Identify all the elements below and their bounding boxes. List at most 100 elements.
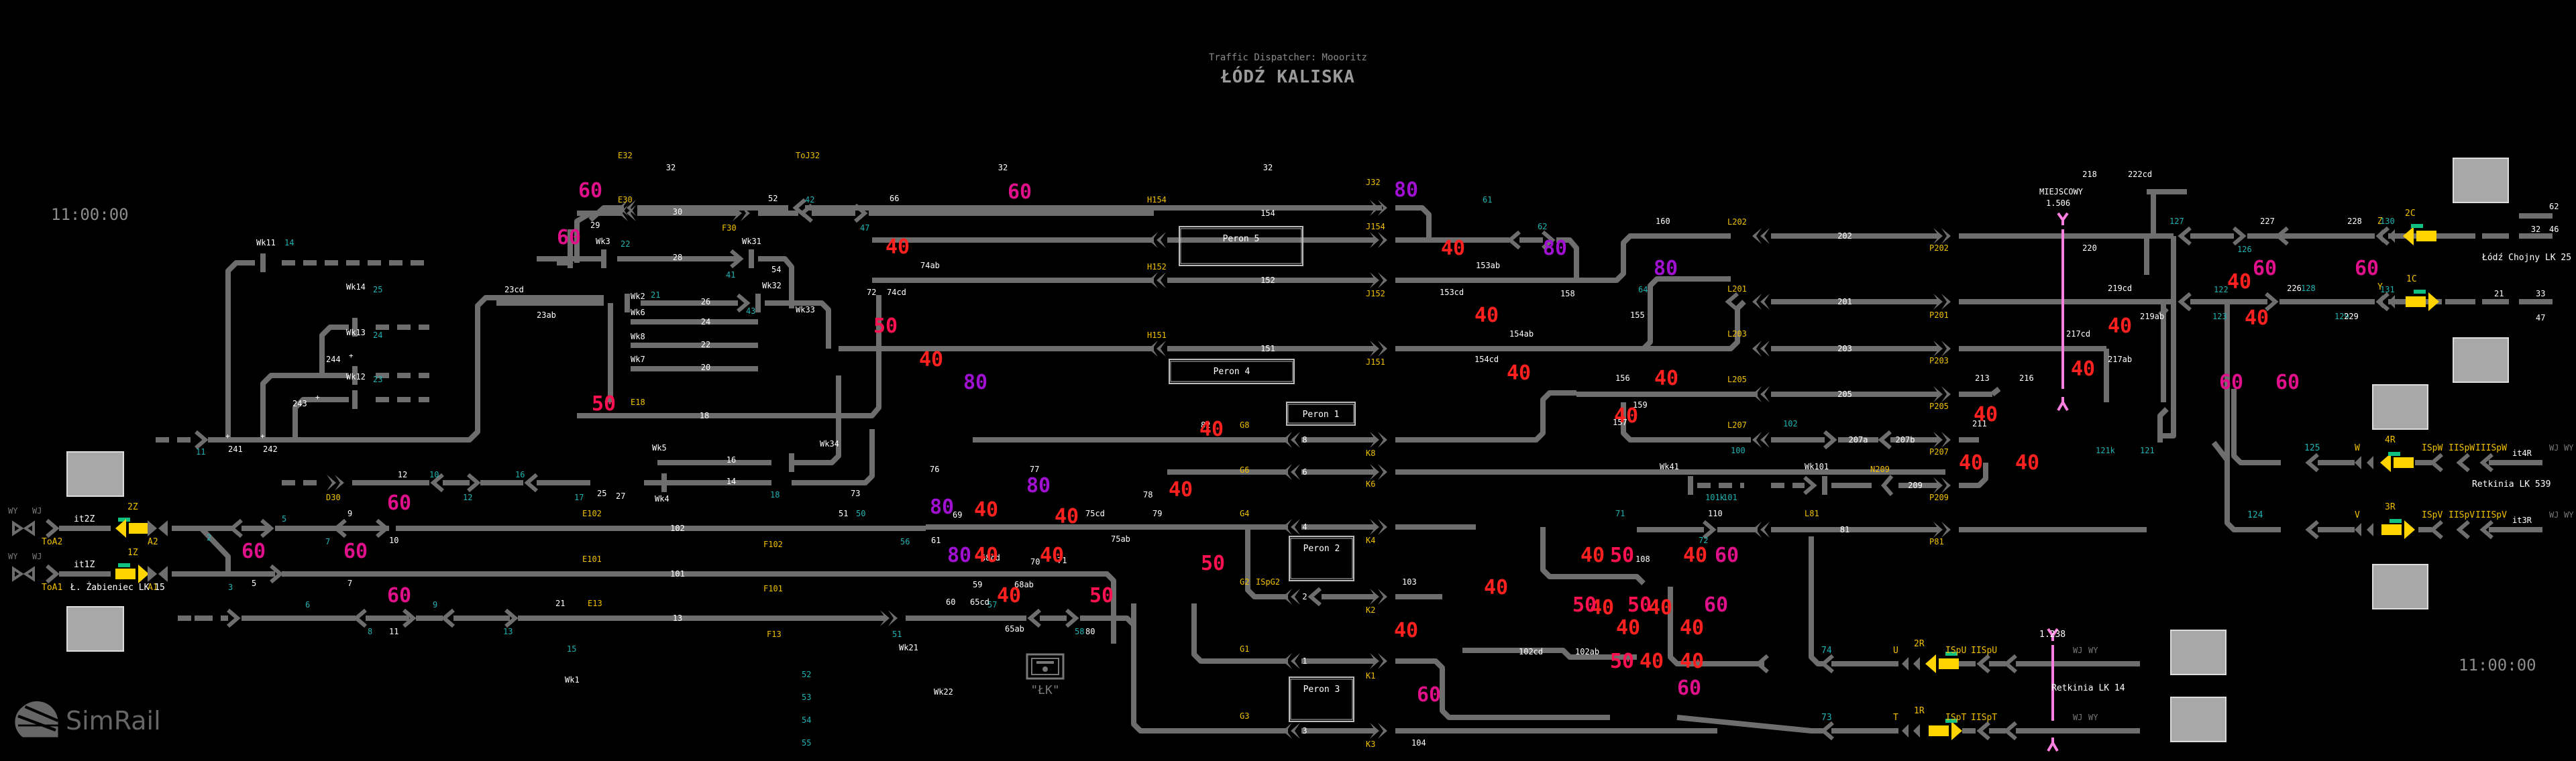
block-box-4[interactable]: [2453, 337, 2509, 383]
platform-peron-5[interactable]: Peron 5: [1179, 226, 1303, 266]
signal-icon[interactable]: [1933, 386, 1951, 402]
platform-peron-2[interactable]: Peron 2: [1289, 536, 1354, 581]
block-box-5[interactable]: [2372, 384, 2428, 430]
track-segment[interactable]: [557, 259, 574, 266]
track-segment[interactable]: [292, 397, 349, 440]
signal-icon[interactable]: [1148, 272, 1166, 288]
track-segment[interactable]: [225, 260, 255, 440]
platform-peron-3[interactable]: Peron 3: [1289, 677, 1354, 722]
track-segment[interactable]: [1540, 527, 1646, 585]
block-box-3[interactable]: [2453, 158, 2509, 203]
signal-icon[interactable]: [1370, 232, 1387, 248]
signal-icon[interactable]: [1752, 386, 1770, 402]
entry-signal-icon[interactable]: [148, 520, 168, 536]
station-ŁK-icon[interactable]: [1026, 653, 1065, 680]
track-segment[interactable]: [2160, 236, 2176, 438]
signal-icon[interactable]: [1752, 522, 1770, 538]
block-box-2[interactable]: [66, 606, 124, 652]
signal-Z-icon[interactable]: [2376, 229, 2395, 243]
track-segment[interactable]: [1080, 616, 1136, 724]
signal-icon[interactable]: [1370, 589, 1387, 605]
shunt-signal-icon[interactable]: [352, 390, 358, 409]
signal-U-icon[interactable]: [1902, 657, 1920, 670]
shunt-signal-icon[interactable]: [601, 249, 606, 268]
signal-icon[interactable]: [1148, 232, 1166, 248]
track-segment[interactable]: [2224, 436, 2281, 532]
track-segment[interactable]: [1191, 603, 1288, 664]
signal-icon[interactable]: [1283, 432, 1300, 448]
track-segment[interactable]: [1395, 233, 1731, 283]
signal-icon[interactable]: [1283, 653, 1300, 669]
signal-icon[interactable]: [327, 475, 344, 491]
signal-icon[interactable]: [1933, 341, 1951, 357]
signal-icon[interactable]: [1933, 228, 1951, 244]
signal-icon[interactable]: [1370, 653, 1387, 669]
track-segment[interactable]: [1809, 536, 1825, 666]
shunt-signal-icon[interactable]: [789, 453, 794, 472]
signal-icon[interactable]: [1148, 341, 1166, 357]
signal-icon[interactable]: [1283, 464, 1300, 480]
track-segment[interactable]: [1395, 205, 1432, 241]
track-segment[interactable]: [1610, 300, 1746, 351]
track-segment[interactable]: [2157, 407, 2169, 443]
track-segment[interactable]: [1990, 386, 2001, 397]
platform-peron-4[interactable]: Peron 4: [1169, 359, 1295, 384]
signal-icon[interactable]: [1752, 228, 1770, 244]
shunt-signal-icon[interactable]: [625, 294, 630, 312]
block-box-7[interactable]: [2170, 630, 2226, 675]
shunt-signal-icon[interactable]: [661, 473, 667, 492]
shunt-signal-icon[interactable]: [352, 366, 358, 385]
shunt-signal-icon[interactable]: [755, 294, 761, 312]
platform-peron-1[interactable]: Peron 1: [1286, 402, 1356, 426]
signal-icon[interactable]: [1283, 723, 1300, 739]
signal-icon[interactable]: [1933, 432, 1951, 448]
signal-icon[interactable]: [1752, 432, 1770, 448]
track-segment[interactable]: [792, 429, 875, 485]
signal-icon[interactable]: [1370, 723, 1387, 739]
signal-icon[interactable]: [1283, 589, 1300, 605]
signal-N209-icon[interactable]: [1881, 475, 1894, 496]
track-segment[interactable]: [1621, 402, 1751, 443]
signal-icon[interactable]: [733, 205, 750, 221]
signal-icon[interactable]: [1933, 477, 1951, 493]
signal-icon[interactable]: [1370, 272, 1387, 288]
signal-Y-icon[interactable]: [2376, 295, 2395, 308]
signal-V-icon[interactable]: [2355, 523, 2373, 536]
signal-icon[interactable]: [1370, 341, 1387, 357]
track-segment[interactable]: [319, 325, 349, 375]
track-241[interactable]: [208, 295, 604, 443]
signal-icon[interactable]: [1752, 294, 1770, 310]
signal-icon[interactable]: [1752, 341, 1770, 357]
track-segment[interactable]: [1556, 237, 1579, 282]
shunt-Wk11[interactable]: [260, 253, 266, 272]
track-segment[interactable]: [792, 375, 841, 465]
track-segment[interactable]: [260, 373, 349, 440]
track-segment[interactable]: [1462, 648, 1637, 660]
shunt-signal-icon[interactable]: [1688, 476, 1693, 495]
block-box-1[interactable]: [66, 451, 124, 497]
signal-icon[interactable]: [1283, 519, 1300, 535]
signal-icon[interactable]: [619, 200, 636, 216]
shunt-signal-icon[interactable]: [749, 249, 754, 268]
track-segment[interactable]: [1395, 276, 1731, 351]
signal-icon[interactable]: [1933, 522, 1951, 538]
track-segment[interactable]: [577, 571, 1116, 644]
shunt-signal-icon[interactable]: [352, 318, 358, 337]
track-segment[interactable]: [765, 300, 831, 349]
signal-T-icon[interactable]: [1902, 724, 1920, 738]
track-segment[interactable]: [1395, 390, 1576, 443]
track-segment[interactable]: [1395, 658, 1610, 720]
signal-icon[interactable]: [1933, 294, 1951, 310]
signal-icon[interactable]: [619, 205, 636, 221]
signal-W-icon[interactable]: [2355, 456, 2373, 469]
track-segment[interactable]: [1245, 527, 1288, 599]
track-segment[interactable]: [199, 526, 231, 574]
block-box-6[interactable]: [2372, 564, 2428, 609]
track-segment[interactable]: [1131, 603, 1288, 734]
track-segment[interactable]: [2231, 389, 2281, 465]
signal-icon[interactable]: [1370, 464, 1387, 480]
signal-icon[interactable]: [1370, 519, 1387, 535]
block-box-8[interactable]: [2170, 697, 2226, 742]
signal-icon[interactable]: [1370, 432, 1387, 448]
track-segment[interactable]: [1668, 587, 1764, 666]
